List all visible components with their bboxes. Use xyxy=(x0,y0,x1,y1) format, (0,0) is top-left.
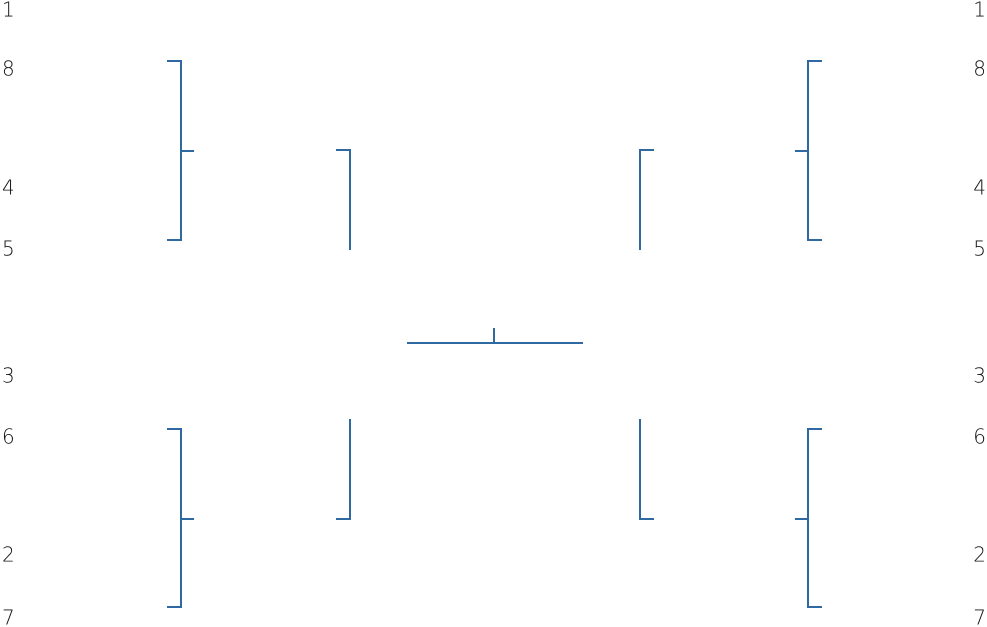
left-seed-label: 6 xyxy=(2,425,15,449)
right-seed-label: 8 xyxy=(973,57,986,81)
left-seed-label: 2 xyxy=(2,543,15,567)
right-seed-label: 4 xyxy=(973,176,986,200)
right-seed-label: 7 xyxy=(973,606,986,627)
right-bracket-top xyxy=(807,60,822,241)
left-seed-label: 5 xyxy=(2,237,15,261)
left-semi-bottom-line xyxy=(336,419,351,520)
left-bracket-top xyxy=(167,60,182,241)
right-bracket-bottom xyxy=(807,428,822,608)
right-semi-top-line xyxy=(639,149,654,250)
bracket-lines xyxy=(167,60,822,608)
left-bracket-bottom xyxy=(167,428,182,608)
left-seed-label: 4 xyxy=(2,176,15,200)
left-seed-label: 7 xyxy=(2,606,15,627)
right-seed-label: 2 xyxy=(973,543,986,567)
left-semi-top-line xyxy=(336,149,351,250)
left-seed-label: 3 xyxy=(2,364,15,388)
right-seed-label: 6 xyxy=(973,425,986,449)
right-seed-label: 1 xyxy=(973,0,986,22)
right-seed-label: 3 xyxy=(973,364,986,388)
right-semi-bottom-line xyxy=(639,419,654,520)
left-seed-label: 1 xyxy=(2,0,15,22)
right-seed-label: 5 xyxy=(973,237,986,261)
left-seed-label: 8 xyxy=(2,57,15,81)
